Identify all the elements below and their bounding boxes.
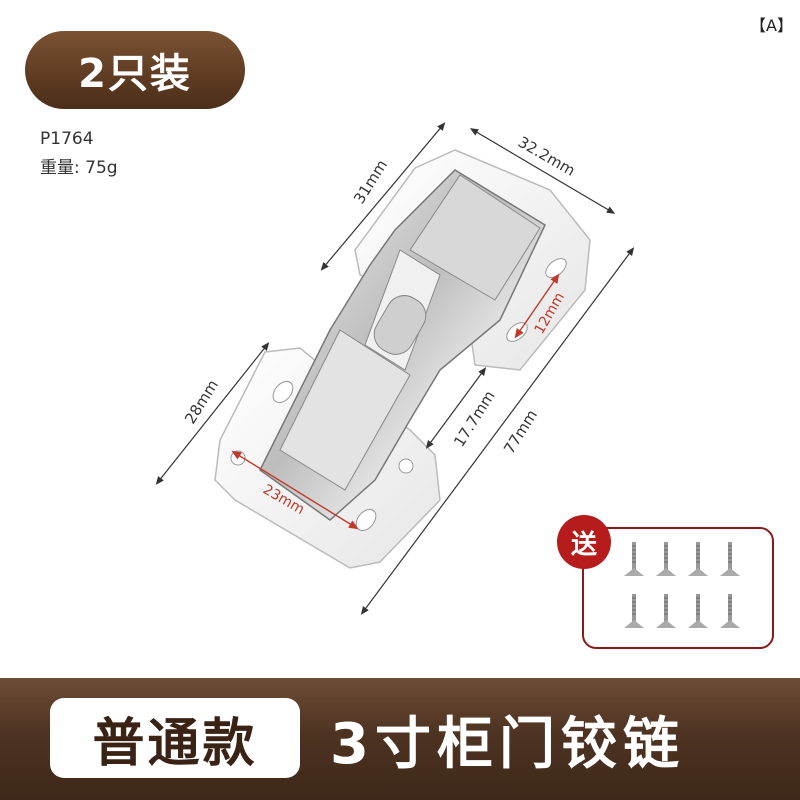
weight-label: 重量: 75g <box>40 158 118 178</box>
bottom-banner: 普通款 3寸柜门铰链 <box>0 678 800 800</box>
product-info: P1764 重量: 75g <box>40 125 118 183</box>
gift-seal: 送 <box>557 515 611 569</box>
dim-gap: 17.7mm <box>450 387 498 450</box>
screw-icon <box>624 594 644 628</box>
product-title: 3寸柜门铰链 <box>330 711 685 777</box>
screw-icon <box>720 542 740 576</box>
screw-icon <box>656 542 676 576</box>
gift-screws-box <box>582 527 774 649</box>
hinge-illustration: 32.2mm 31mm 28mm 12mm 17.7mm 77mm 23mm <box>155 122 635 615</box>
screw-grid <box>618 540 748 632</box>
screw-icon <box>624 542 644 576</box>
screw-icon <box>656 594 676 628</box>
quantity-badge: 2只装 <box>25 31 245 109</box>
product-type-label: 普通款 <box>50 698 300 778</box>
dim-bottom-length: 28mm <box>181 377 222 428</box>
dimension-lines <box>155 122 635 615</box>
screw-icon <box>720 594 740 628</box>
screw-icon <box>688 542 708 576</box>
screw-icon <box>688 594 708 628</box>
variant-tag: 【A】 <box>750 16 793 35</box>
dim-total-length: 77mm <box>500 407 541 458</box>
dim-top-length: 31mm <box>350 157 391 208</box>
model-number: P1764 <box>40 129 94 149</box>
